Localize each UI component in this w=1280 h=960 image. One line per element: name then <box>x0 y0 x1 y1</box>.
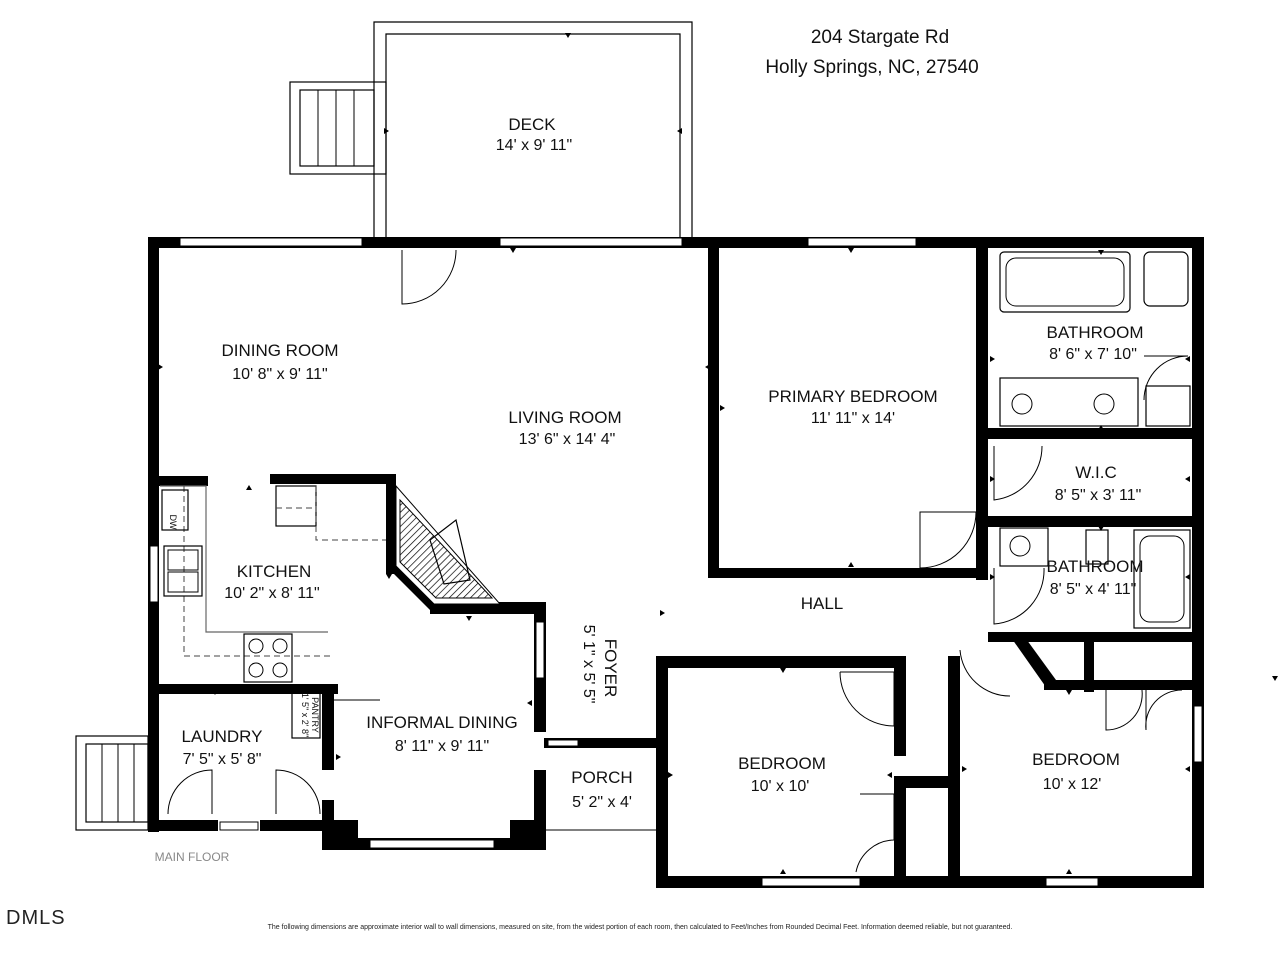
deck-stairs <box>289 81 387 175</box>
dimension-markers <box>158 33 1278 874</box>
living-room-dims: 13' 6" x 14' 4" <box>519 431 616 448</box>
primary-bedroom-dims: 11' 11" x 14' <box>811 410 895 427</box>
pantry-dims: 1' 5" x 2' 8" <box>300 693 310 737</box>
fireplace <box>395 484 502 605</box>
bedroom-1-name: BEDROOM <box>738 754 826 773</box>
living-room-name: LIVING ROOM <box>508 408 621 427</box>
foyer-dims: 5' 1" x 5' 5" <box>580 625 597 704</box>
porch-name: PORCH <box>571 768 632 787</box>
doors <box>167 249 1189 873</box>
hall-bath-fixtures <box>999 527 1191 629</box>
address-line2: Holly Springs, NC, 27540 <box>765 57 978 78</box>
wic-name: W.I.C <box>1075 463 1117 482</box>
hall-name: HALL <box>801 594 844 613</box>
bedroom-2-name: BEDROOM <box>1032 750 1120 769</box>
wic-dims: 8' 5" x 3' 11" <box>1055 487 1142 504</box>
floor-label: MAIN FLOOR <box>155 850 230 864</box>
pantry-name: PANTRY <box>310 697 320 733</box>
address-line1: 204 Stargate Rd <box>811 27 949 48</box>
laundry-name: LAUNDRY <box>182 727 263 746</box>
kitchen-name: KITCHEN <box>237 562 312 581</box>
bathroom-hall-dims: 8' 5" x 4' 11" <box>1050 581 1137 598</box>
informal-dining-dims: 8' 11" x 9' 11" <box>395 738 489 755</box>
bathroom-primary-dims: 8' 6" x 7' 10" <box>1049 346 1137 363</box>
primary-bedroom-name: PRIMARY BEDROOM <box>768 387 937 406</box>
deck-dims: 14' x 9' 11" <box>496 137 572 154</box>
porch-dims: 5' 2" x 4' <box>572 794 632 811</box>
primary-bath-fixtures <box>999 251 1191 427</box>
dmls-logo: DMLS <box>6 907 66 929</box>
informal-dining-name: INFORMAL DINING <box>366 713 517 732</box>
deck-name: DECK <box>508 115 556 134</box>
front-stairs <box>75 735 149 831</box>
disclaimer: The following dimensions are approximate… <box>267 924 1013 931</box>
dining-room-dims: 10' 8" x 9' 11" <box>232 366 327 383</box>
foyer-name: FOYER <box>601 639 620 698</box>
bedroom-1-dims: 10' x 10' <box>751 778 810 795</box>
kitchen-dims: 10' 2" x 8' 11" <box>224 585 319 602</box>
windows <box>149 237 1203 887</box>
dishwasher-label: DW <box>168 515 178 530</box>
dining-room-name: DINING ROOM <box>221 341 338 360</box>
bathroom-primary-name: BATHROOM <box>1047 323 1144 342</box>
laundry-dims: 7' 5" x 5' 8" <box>183 751 262 768</box>
bedroom-2-dims: 10' x 12' <box>1043 776 1102 793</box>
kitchen-fixtures <box>160 485 386 683</box>
bathroom-hall-name: BATHROOM <box>1047 557 1144 576</box>
